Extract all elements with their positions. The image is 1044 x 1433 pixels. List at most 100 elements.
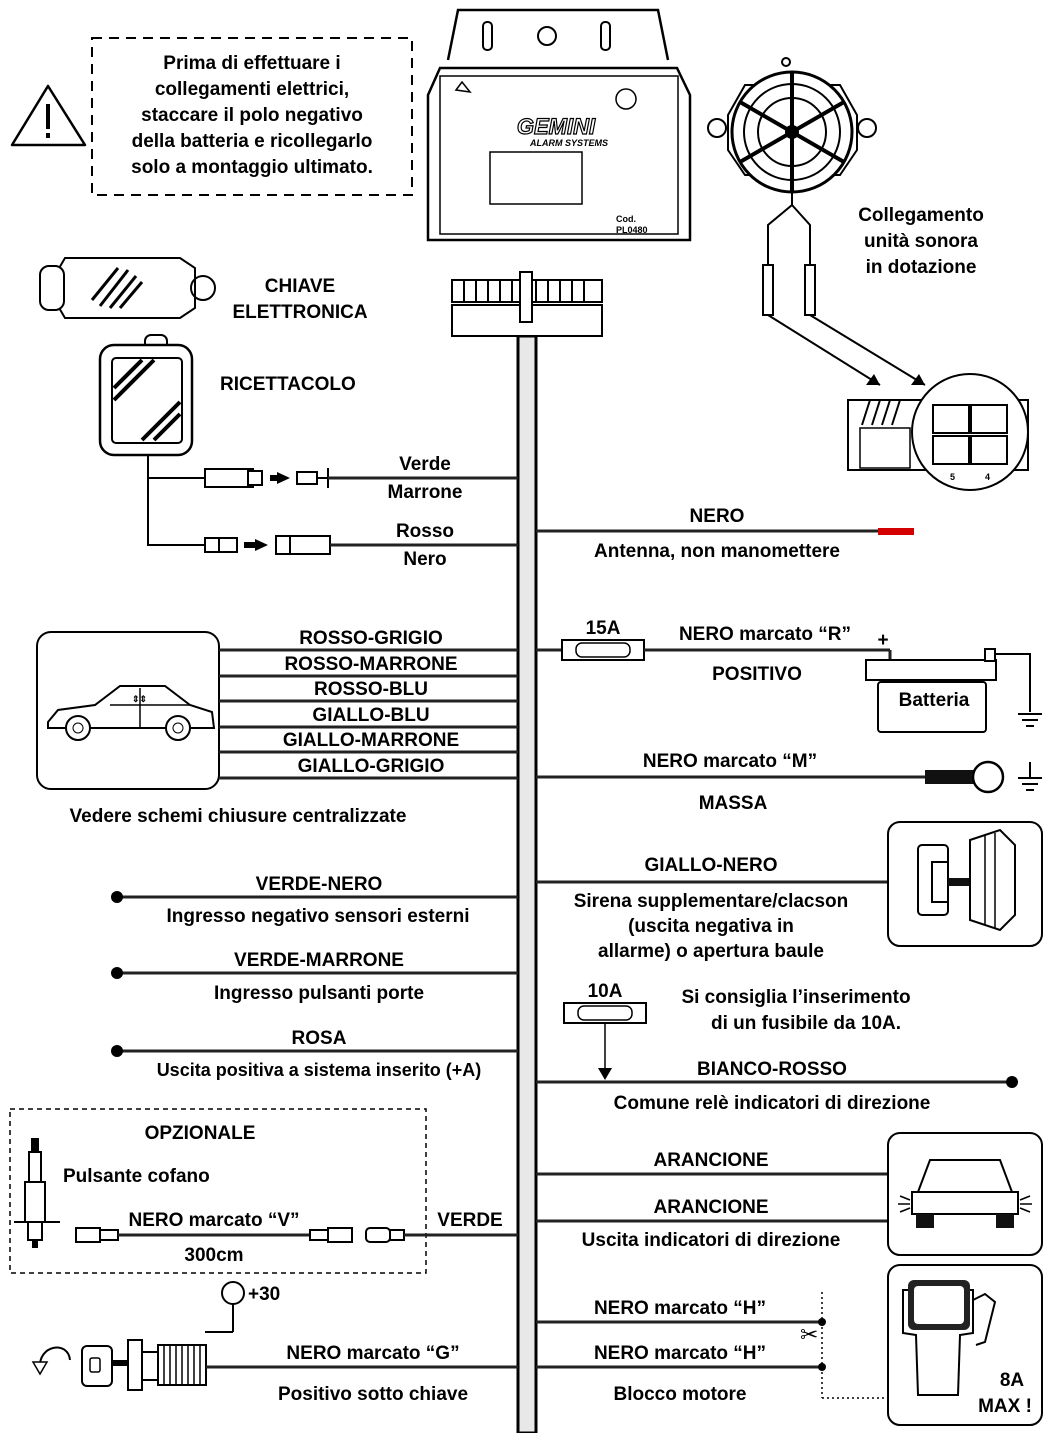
- main-harness: [516, 334, 538, 1433]
- warning-line-2: collegamenti elettrici,: [155, 79, 349, 100]
- warning-border: [91, 37, 413, 196]
- optional-device: Pulsante cofano: [63, 1166, 210, 1187]
- optional-title: OPZIONALE: [145, 1123, 256, 1144]
- ignition-desc: Positivo sotto chiave: [278, 1384, 468, 1405]
- aux-siren: [536, 821, 1043, 947]
- code-label: Cod.: [616, 214, 636, 224]
- seal-icon: [615, 88, 637, 110]
- control-unit: GEMINI ALARM SYSTEMS Cod. PL0480: [426, 8, 692, 242]
- verde-nero-desc: Ingresso negativo sensori esterni: [166, 906, 469, 927]
- fuse-10a-label: 10A: [588, 981, 623, 1002]
- ground-icon: [1018, 762, 1042, 791]
- warning-icon: [10, 84, 87, 147]
- key-label-2: ELETTRONICA: [232, 302, 367, 323]
- ignition-wire-label: NERO marcato “G”: [286, 1343, 459, 1364]
- indicator-wire-2: ARANCIONE: [653, 1197, 768, 1218]
- recycle-icon: [454, 80, 472, 94]
- antenna-desc: Antenna, non manomettere: [594, 541, 840, 562]
- locks-caption: Vedere schemi chiusure centralizzate: [70, 806, 407, 827]
- ignition-terminal: +30: [248, 1284, 280, 1305]
- optional-length: 300cm: [184, 1245, 243, 1266]
- lock-wire-1: ROSSO-GRIGIO: [299, 628, 443, 649]
- svg-text:⇕⇕: ⇕⇕: [132, 694, 147, 704]
- indicators-desc: Uscita indicatori di direzione: [582, 1230, 841, 1251]
- battery-plus: +: [877, 630, 888, 651]
- warning-line-1: Prima di effettuare i: [163, 53, 340, 74]
- ground-circuit: [536, 760, 1042, 794]
- verde-nero-label: VERDE-NERO: [256, 874, 383, 895]
- left-wire-group: [111, 891, 518, 1057]
- siren-connector-detail: 5 4: [847, 373, 1029, 491]
- aux-siren-wire-label: GIALLO-NERO: [645, 855, 778, 876]
- indicator-wire-1: ARANCIONE: [653, 1150, 768, 1171]
- indicators-circuit: [536, 1132, 1043, 1256]
- receptacle-wires: [147, 455, 518, 555]
- wire-marrone-label: Marrone: [388, 482, 463, 503]
- battery-label: Batteria: [899, 690, 970, 711]
- electronic-key-icon: [39, 257, 216, 319]
- aux-siren-desc-3: allarme) o apertura baule: [598, 941, 824, 962]
- relay-wire-label: BIANCO-ROSSO: [697, 1059, 847, 1080]
- warning-line-3: staccare il polo negativo: [141, 105, 363, 126]
- optional-wire-label: NERO marcato “V”: [128, 1210, 299, 1231]
- verde-marrone-desc: Ingresso pulsanti porte: [214, 983, 424, 1004]
- warning-line-4: della batteria e ricollegarlo: [132, 131, 373, 152]
- fuse-10a: [563, 1002, 647, 1080]
- siren-caption-1: Collegamento: [858, 205, 984, 226]
- siren-caption-3: in dotazione: [866, 257, 977, 278]
- brand-subtitle: ALARM SYSTEMS: [529, 138, 608, 148]
- siren-pin-5: 5: [950, 472, 955, 482]
- engine-rating-1: 8A: [1000, 1370, 1025, 1391]
- ground-wire-label: NERO marcato “M”: [643, 751, 817, 772]
- indicator-light-icon: [898, 1195, 1032, 1213]
- engine-block-circuit: ✂: [536, 1264, 1043, 1426]
- aux-siren-desc-2: (uscita negativa in: [628, 916, 794, 937]
- rosa-desc: Uscita positiva a sistema inserito (+A): [157, 1060, 482, 1080]
- lock-wire-3: ROSSO-BLU: [314, 679, 428, 700]
- antenna-wire-label: NERO: [690, 506, 745, 527]
- battery-wire-label: NERO marcato “R”: [679, 624, 851, 645]
- warning-line-5: solo a montaggio ultimato.: [131, 157, 373, 178]
- lock-wire-5: GIALLO-MARRONE: [283, 730, 459, 751]
- wire-rosso-label: Rosso: [396, 521, 454, 542]
- central-locks-box: ⇕⇕: [36, 631, 220, 790]
- engine-wire-1: NERO marcato “H”: [594, 1298, 766, 1319]
- wire-verde-label: Verde: [399, 454, 451, 475]
- lock-wires: [219, 648, 518, 780]
- fuse-15a-label: 15A: [586, 618, 621, 639]
- battery-icon: [877, 681, 987, 733]
- brand-name: GEMINI: [517, 114, 596, 139]
- relay-terminal: [1006, 1076, 1018, 1088]
- lock-wire-4: GIALLO-BLU: [312, 705, 429, 726]
- lock-wire-2: ROSSO-MARRONE: [284, 654, 457, 675]
- hood-switch-icon: [14, 1138, 60, 1248]
- battery-desc: POSITIVO: [712, 664, 802, 685]
- siren-unit: [707, 57, 926, 386]
- warning-notice: Prima di effettuare i collegamenti elett…: [10, 37, 413, 196]
- receptacle-label: RICETTACOLO: [220, 374, 356, 395]
- scissors-icon: ✂: [800, 1323, 818, 1348]
- relay-desc: Comune relè indicatori di direzione: [614, 1093, 931, 1114]
- battery-ground-icon: [1018, 713, 1042, 727]
- wire-nero-label: Nero: [403, 549, 446, 570]
- engine-desc: Blocco motore: [613, 1384, 746, 1405]
- optional-box: [9, 1108, 518, 1274]
- verde-marrone-label: VERDE-MARRONE: [234, 950, 404, 971]
- main-connector: [451, 271, 603, 337]
- rosa-label: ROSA: [292, 1028, 347, 1049]
- fuse-note-2: di un fusibile da 10A.: [711, 1013, 901, 1034]
- fuse-note-1: Si consiglia l’inserimento: [681, 987, 910, 1008]
- code-value: PL0480: [616, 225, 648, 235]
- antenna-tip: [878, 528, 914, 535]
- ignition-switch: [31, 1281, 518, 1391]
- aux-siren-desc-1: Sirena supplementare/clacson: [574, 891, 849, 912]
- lock-wire-6: GIALLO-GRIGIO: [298, 756, 445, 777]
- key-label-1: CHIAVE: [265, 276, 335, 297]
- ground-desc: MASSA: [699, 793, 768, 814]
- engine-wire-2: NERO marcato “H”: [594, 1343, 766, 1364]
- engine-rating-2: MAX !: [978, 1396, 1032, 1417]
- receptacle-icon: [98, 334, 194, 457]
- battery-circuit: [536, 639, 1042, 733]
- siren-pin-4: 4: [985, 472, 990, 482]
- optional-end-wire: VERDE: [437, 1210, 502, 1231]
